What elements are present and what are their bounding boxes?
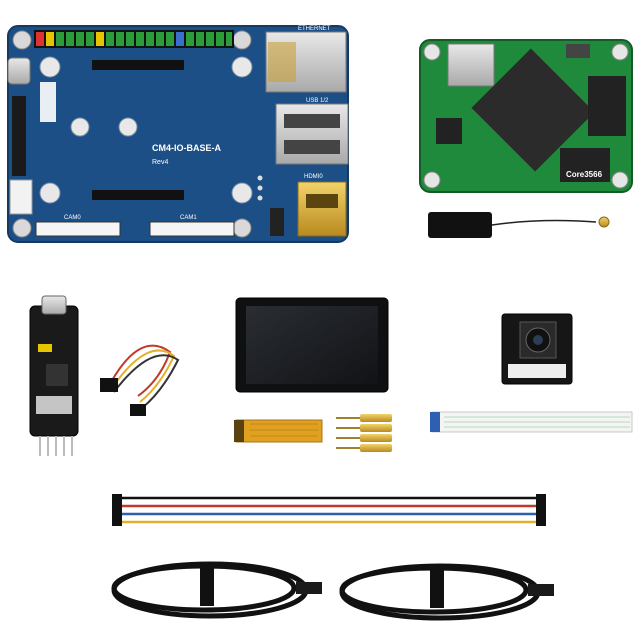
mount-hole-icon xyxy=(231,56,253,78)
brass-standoffs xyxy=(336,414,392,452)
b2b-connector-bottom xyxy=(92,190,184,200)
mount-hole-icon xyxy=(118,117,138,137)
mount-hole-icon xyxy=(12,30,32,50)
usb-cable-right xyxy=(339,563,554,621)
mount-hole-icon xyxy=(231,182,253,204)
camera-fpc-connector xyxy=(508,364,566,378)
emmc-chip xyxy=(560,148,610,182)
wifi-antenna xyxy=(428,212,610,238)
usb-cable-left xyxy=(111,561,322,619)
side-fpc-connector xyxy=(12,96,26,176)
fpc-flex-cable xyxy=(234,419,323,443)
cam0-label: CAM0 xyxy=(64,215,81,221)
jumper-plug xyxy=(536,494,546,526)
usb-label: USB 1/2 xyxy=(306,98,329,104)
usb-c-port xyxy=(7,57,31,85)
mount-hole-icon xyxy=(423,43,441,61)
gpio-header xyxy=(34,30,234,48)
uart-chip xyxy=(46,364,68,386)
camera-module xyxy=(501,313,573,385)
fan-connector xyxy=(9,179,33,215)
usb-uart-adapter xyxy=(29,295,79,456)
mount-hole-icon xyxy=(232,218,252,238)
soc-chip xyxy=(471,48,595,172)
wifi-module xyxy=(447,43,495,87)
antenna-pad xyxy=(428,212,492,238)
long-jumper-wires xyxy=(112,494,546,526)
usb-ports xyxy=(275,103,349,165)
mount-hole-icon xyxy=(39,182,61,204)
hdmi-port xyxy=(297,181,347,237)
mount-hole-icon xyxy=(12,218,32,238)
antenna-wire xyxy=(491,219,597,226)
io-board-rev: Rev4 xyxy=(152,159,168,166)
lcd-display xyxy=(235,297,389,393)
hdmi-label: HDMI0 xyxy=(304,174,323,180)
camera-ffc-cable xyxy=(430,411,633,433)
jumper-cable-bundle xyxy=(100,344,180,416)
usb-c-port xyxy=(41,295,67,315)
ram-chip xyxy=(588,76,626,136)
mount-hole-icon xyxy=(70,117,90,137)
b2b-connector-top xyxy=(92,60,184,70)
usb-plug-icon xyxy=(296,582,322,594)
mount-hole-icon xyxy=(611,171,629,189)
mount-hole-icon xyxy=(423,171,441,189)
mount-hole-icon xyxy=(232,30,252,50)
mount-hole-icon xyxy=(611,43,629,61)
usb-plug-icon xyxy=(528,584,554,596)
jumper-plug xyxy=(100,378,118,392)
io-board-label: CM4-IO-BASE-A xyxy=(152,143,221,153)
io-base-board xyxy=(7,25,349,243)
ufl-connector-icon xyxy=(598,216,610,228)
flex-cable-body xyxy=(235,419,323,443)
core-module-label: Core3566 xyxy=(566,170,603,179)
core-module xyxy=(419,39,633,193)
cable-tie xyxy=(430,568,444,608)
cam1-connector xyxy=(149,221,235,237)
jumper-plug xyxy=(130,404,146,416)
jumper-plug xyxy=(112,494,122,526)
lcd-screen xyxy=(246,306,378,384)
cable-tie xyxy=(200,566,214,606)
sticker-label xyxy=(40,82,56,122)
mount-hole-icon xyxy=(39,56,61,78)
cam0-connector xyxy=(35,221,121,237)
ethernet-label: ETHERNET xyxy=(298,26,331,32)
pmic-chip xyxy=(436,118,462,144)
cam1-label: CAM1 xyxy=(180,215,197,221)
boot-switch xyxy=(270,208,284,236)
